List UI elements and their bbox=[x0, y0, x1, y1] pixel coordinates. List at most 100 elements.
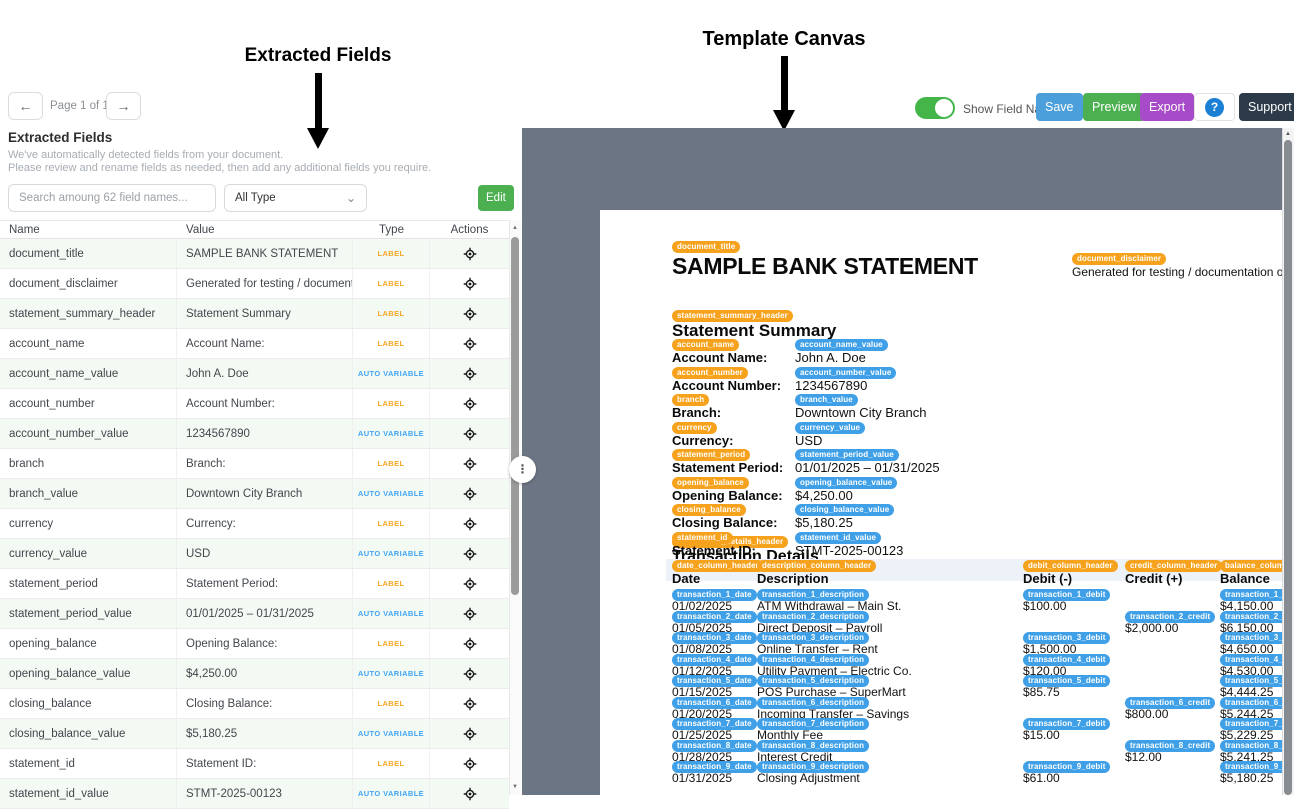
canvas-field-badge[interactable]: transaction_5_debit bbox=[1023, 675, 1111, 687]
canvas-field-badge[interactable]: transaction_1_date bbox=[672, 589, 757, 601]
locate-target-icon[interactable] bbox=[460, 304, 480, 324]
canvas-field-badge[interactable]: closing_balance bbox=[672, 504, 746, 516]
canvas-field-badge[interactable]: transaction_5_date bbox=[672, 675, 757, 687]
canvas-field-badge[interactable]: transaction_8_balance bbox=[1220, 739, 1282, 752]
locate-target-icon[interactable] bbox=[460, 724, 480, 744]
locate-target-icon[interactable] bbox=[460, 334, 480, 354]
canvas-field-badge[interactable]: transaction_5_balance bbox=[1220, 675, 1282, 687]
search-input[interactable] bbox=[8, 184, 216, 212]
canvas-field-badge[interactable]: transaction_4_description bbox=[757, 653, 870, 666]
canvas-field-badge[interactable]: transaction_4_debit bbox=[1023, 653, 1111, 666]
support-button[interactable]: Support bbox=[1239, 93, 1294, 121]
canvas-field-badge[interactable]: transaction_7_date bbox=[672, 718, 757, 730]
canvas-field-badge[interactable]: transaction_9_date bbox=[672, 761, 757, 773]
locate-target-icon[interactable] bbox=[460, 244, 480, 264]
scroll-up-icon[interactable]: ▲ bbox=[1285, 131, 1291, 137]
canvas-field-badge[interactable]: transaction_8_date bbox=[672, 739, 757, 752]
canvas-field-badge[interactable]: transaction_1_debit bbox=[1023, 589, 1111, 601]
canvas-field-badge[interactable]: transaction_4_date bbox=[672, 653, 757, 666]
edit-button[interactable]: Edit bbox=[478, 185, 514, 211]
canvas-field-badge[interactable]: transaction_3_date bbox=[672, 632, 757, 644]
locate-target-icon[interactable] bbox=[460, 454, 480, 474]
canvas-field-badge[interactable]: statement_period bbox=[672, 449, 751, 461]
canvas-field-badge[interactable]: transaction_6_description bbox=[757, 696, 870, 709]
locate-target-icon[interactable] bbox=[460, 544, 480, 564]
locate-target-icon[interactable] bbox=[460, 514, 480, 534]
canvas-field-badge[interactable]: transaction_1_description bbox=[757, 589, 870, 601]
canvas-field-badge[interactable]: statement_id_value bbox=[795, 531, 882, 544]
canvas-field-badge[interactable]: transaction_4_balance bbox=[1220, 653, 1282, 666]
canvas-field-badge[interactable]: transaction_6_credit bbox=[1125, 696, 1216, 709]
canvas-field-badge[interactable]: account_name_value bbox=[795, 339, 888, 351]
canvas-field-badge[interactable]: transaction_8_description bbox=[757, 739, 870, 752]
preview-button[interactable]: Preview bbox=[1083, 93, 1146, 121]
field-badge-document-disclaimer[interactable]: document_disclaimer bbox=[1072, 253, 1167, 265]
show-field-names-toggle[interactable] bbox=[915, 97, 955, 119]
canvas-field-badge[interactable]: transaction_9_debit bbox=[1023, 761, 1111, 773]
canvas-field-badge[interactable]: transaction_8_credit bbox=[1125, 739, 1216, 752]
canvas-field-badge[interactable]: closing_balance_value bbox=[795, 504, 895, 516]
locate-target-icon[interactable] bbox=[460, 574, 480, 594]
canvas-field-badge[interactable]: date_column_header bbox=[672, 560, 764, 572]
canvas-field-badge[interactable]: transaction_9_balance bbox=[1220, 761, 1282, 773]
canvas-field-badge[interactable]: currency bbox=[672, 421, 717, 434]
canvas-field-badge[interactable]: statement_id bbox=[672, 531, 733, 544]
canvas-field-badge[interactable]: credit_column_header bbox=[1125, 560, 1223, 572]
scroll-down-icon[interactable]: ▼ bbox=[512, 784, 518, 790]
locate-target-icon[interactable] bbox=[460, 394, 480, 414]
type-filter-select[interactable]: All Type ⌄ bbox=[224, 184, 367, 212]
locate-target-icon[interactable] bbox=[460, 274, 480, 294]
panel-resize-handle[interactable]: ⋮ bbox=[509, 456, 536, 483]
template-canvas[interactable]: document_title SAMPLE BANK STATEMENT doc… bbox=[522, 128, 1282, 795]
canvas-field-badge[interactable]: account_name bbox=[672, 339, 740, 351]
canvas-field-badge[interactable]: account_number bbox=[672, 366, 748, 379]
locate-target-icon[interactable] bbox=[460, 784, 480, 804]
save-button[interactable]: Save bbox=[1036, 93, 1083, 121]
canvas-field-badge[interactable]: transaction_7_debit bbox=[1023, 718, 1111, 730]
locate-target-icon[interactable] bbox=[460, 694, 480, 714]
document-page[interactable]: document_title SAMPLE BANK STATEMENT doc… bbox=[600, 210, 1282, 795]
field-badge-document-title[interactable]: document_title bbox=[672, 241, 741, 253]
prev-page-button[interactable]: ← bbox=[8, 92, 43, 120]
canvas-field-badge[interactable]: currency_value bbox=[795, 421, 866, 434]
locate-target-icon[interactable] bbox=[460, 484, 480, 504]
canvas-field-badge[interactable]: opening_balance bbox=[672, 476, 749, 489]
locate-target-icon[interactable] bbox=[460, 664, 480, 684]
canvas-field-badge[interactable]: account_number_value bbox=[795, 366, 897, 379]
canvas-field-badge[interactable]: transaction_2_balance bbox=[1220, 610, 1282, 623]
canvas-scrollbar-thumb[interactable] bbox=[1284, 140, 1292, 795]
field-badge-summary-header[interactable]: statement_summary_header bbox=[672, 310, 793, 322]
canvas-field-badge[interactable]: transaction_2_date bbox=[672, 610, 757, 623]
locate-target-icon[interactable] bbox=[460, 754, 480, 774]
canvas-field-badge[interactable]: balance_column_header bbox=[1220, 560, 1282, 572]
canvas-field-badge[interactable]: description_column_header bbox=[757, 560, 877, 572]
canvas-field-badge[interactable]: transaction_3_description bbox=[757, 632, 870, 644]
scroll-up-icon[interactable]: ▲ bbox=[512, 225, 518, 231]
locate-target-icon[interactable] bbox=[460, 634, 480, 654]
canvas-field-badge[interactable]: transaction_5_description bbox=[757, 675, 870, 687]
canvas-field-badge[interactable]: transaction_3_balance bbox=[1220, 632, 1282, 644]
canvas-field-badge[interactable]: transaction_2_credit bbox=[1125, 610, 1216, 623]
canvas-field-badge[interactable]: transaction_6_date bbox=[672, 696, 757, 709]
canvas-field-badge[interactable]: transaction_7_description bbox=[757, 718, 870, 730]
canvas-field-badge[interactable]: transaction_7_balance bbox=[1220, 718, 1282, 730]
canvas-field-badge[interactable]: statement_period_value bbox=[795, 449, 899, 461]
canvas-field-badge[interactable]: branch_value bbox=[795, 394, 858, 406]
fields-table-scrollbar-thumb[interactable] bbox=[511, 237, 519, 595]
next-page-button[interactable]: → bbox=[106, 92, 141, 120]
